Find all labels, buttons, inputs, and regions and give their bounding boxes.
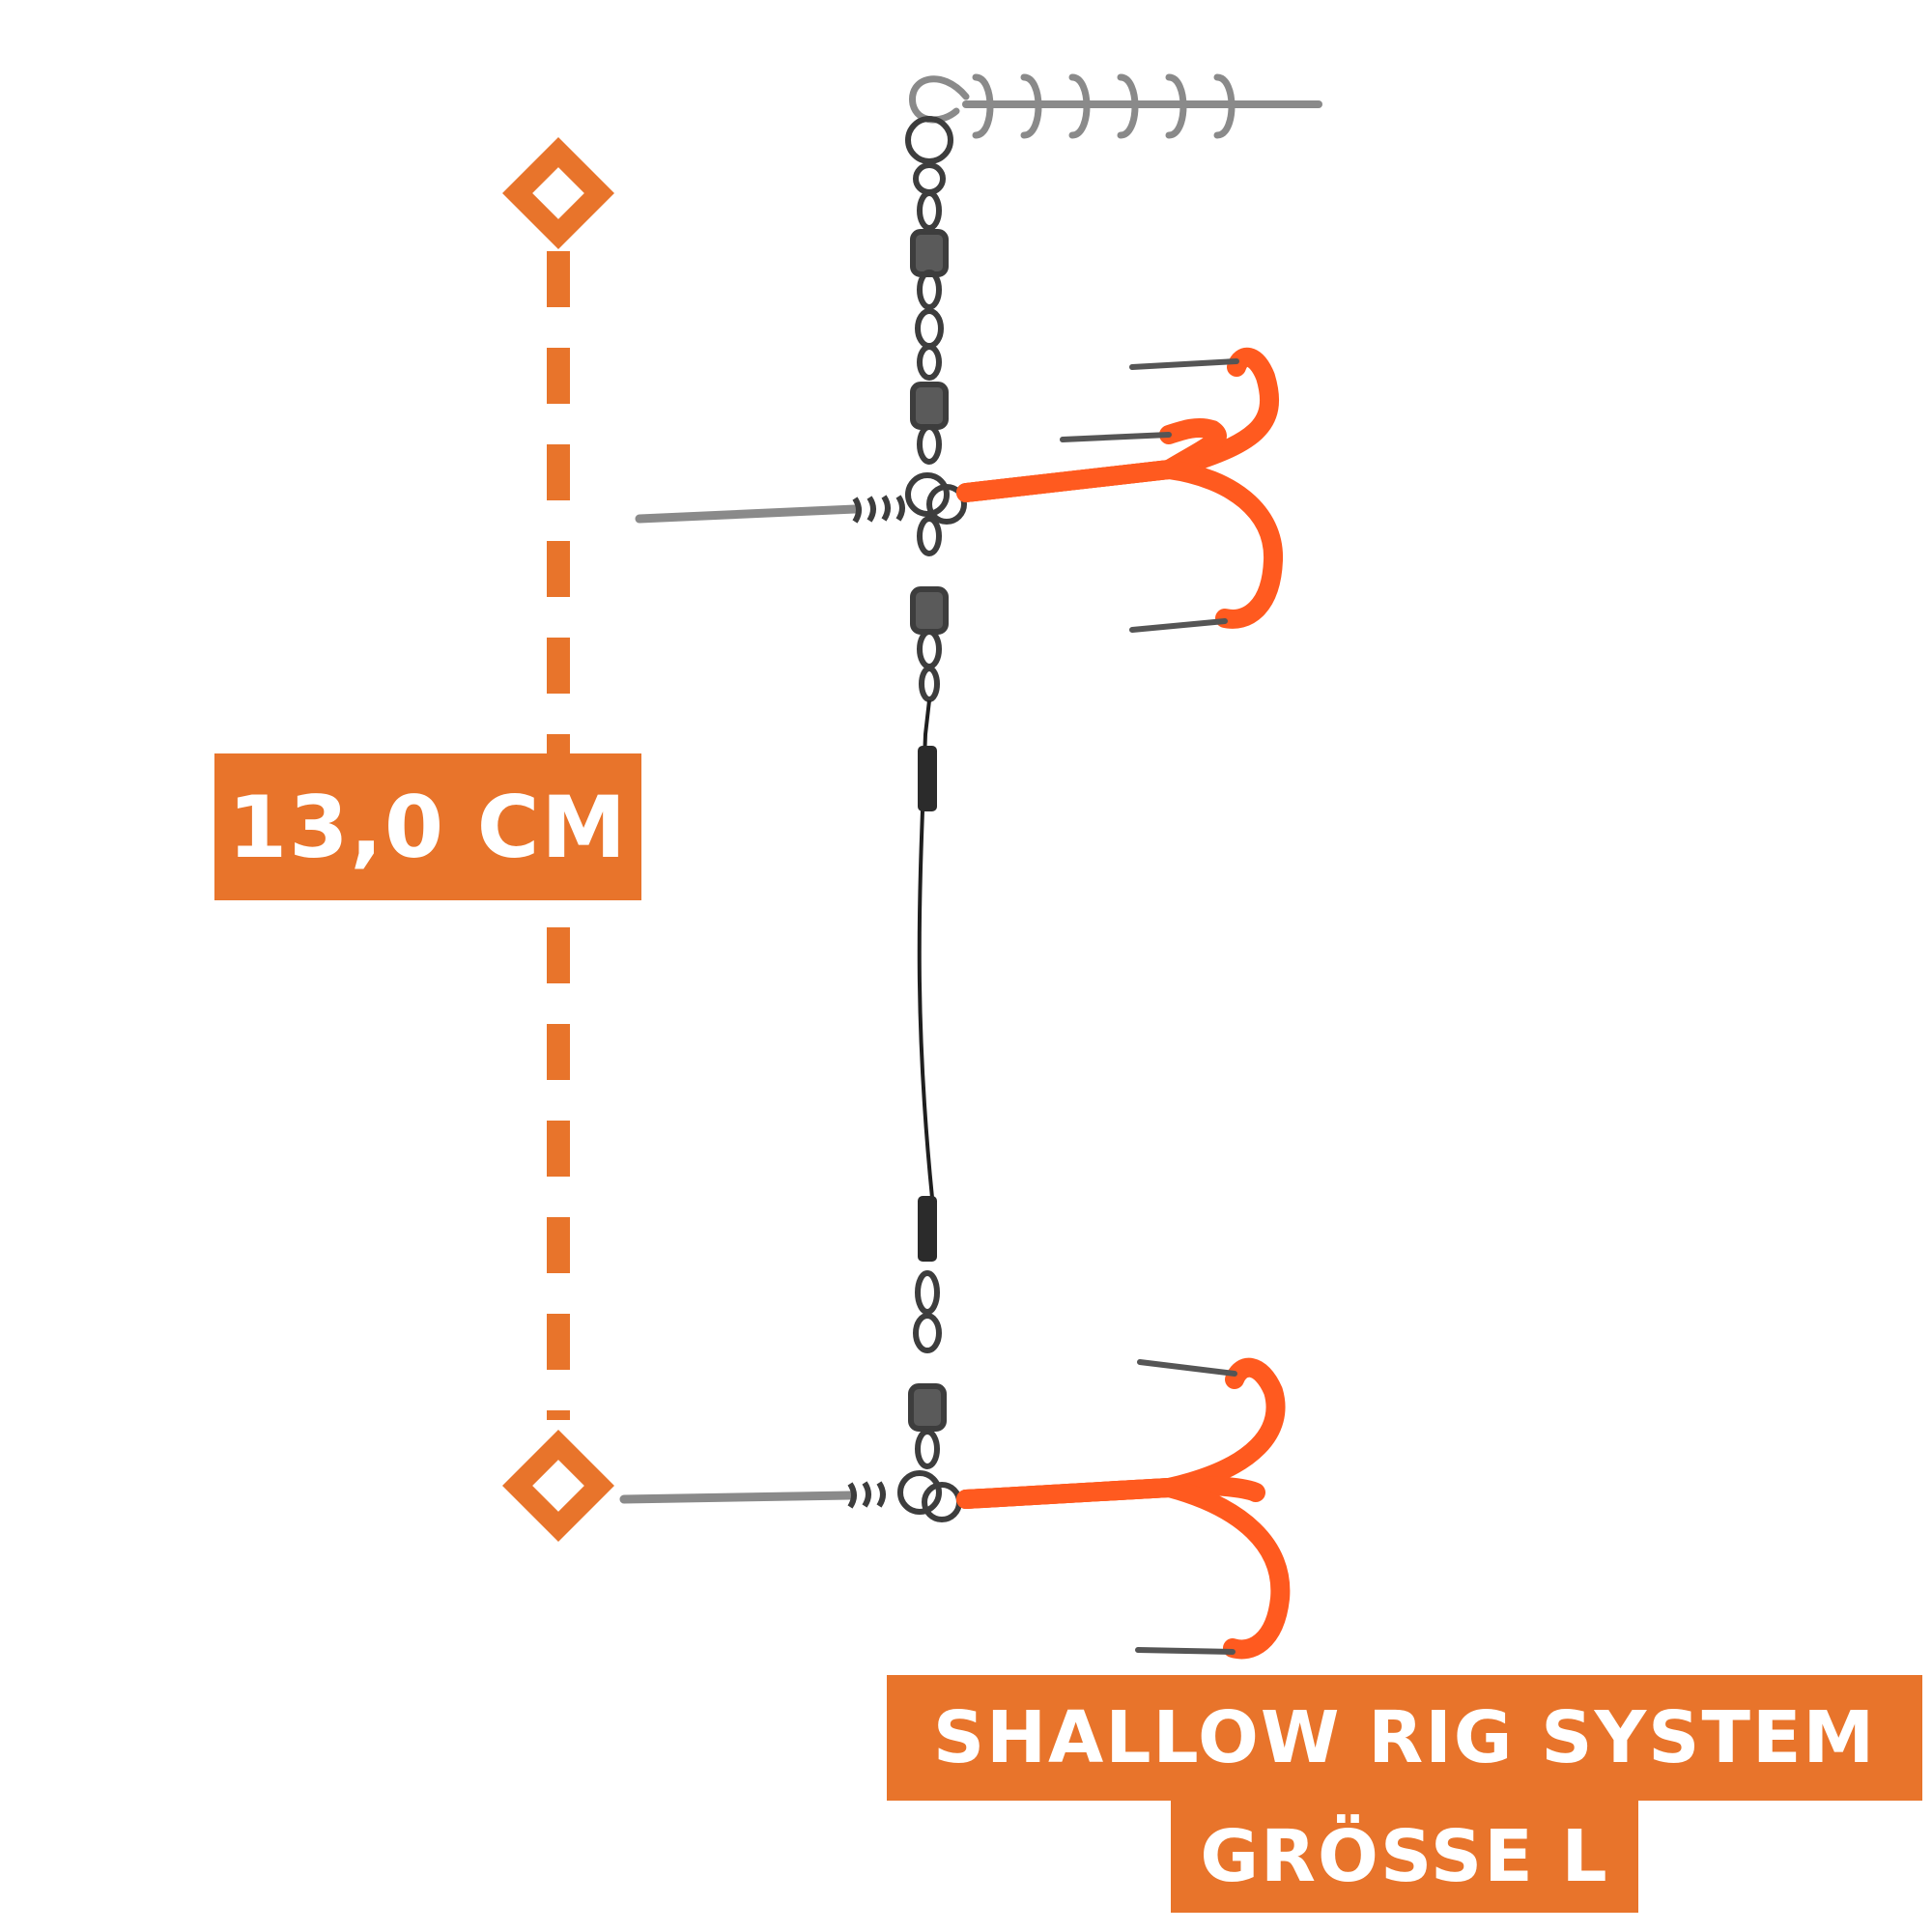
measurement-label: 13,0 CM bbox=[214, 753, 641, 900]
bottom-bait-pin bbox=[619, 1481, 886, 1509]
wire-leader bbox=[917, 699, 937, 1262]
top-swivel-chain bbox=[905, 116, 967, 702]
product-title-line-1: SHALLOW RIG SYSTEM bbox=[887, 1675, 1922, 1801]
top-diamond-marker-icon bbox=[502, 137, 614, 249]
bottom-diamond-marker-icon bbox=[502, 1430, 614, 1542]
product-title-line-2: GRÖSSE L bbox=[1171, 1801, 1638, 1913]
bottom-swivel-chain bbox=[897, 1270, 962, 1522]
bottom-treble-hook bbox=[956, 1357, 1291, 1660]
top-bait-pin bbox=[635, 495, 905, 524]
top-treble-hook bbox=[956, 347, 1284, 633]
corkscrew-screw bbox=[909, 73, 1322, 139]
